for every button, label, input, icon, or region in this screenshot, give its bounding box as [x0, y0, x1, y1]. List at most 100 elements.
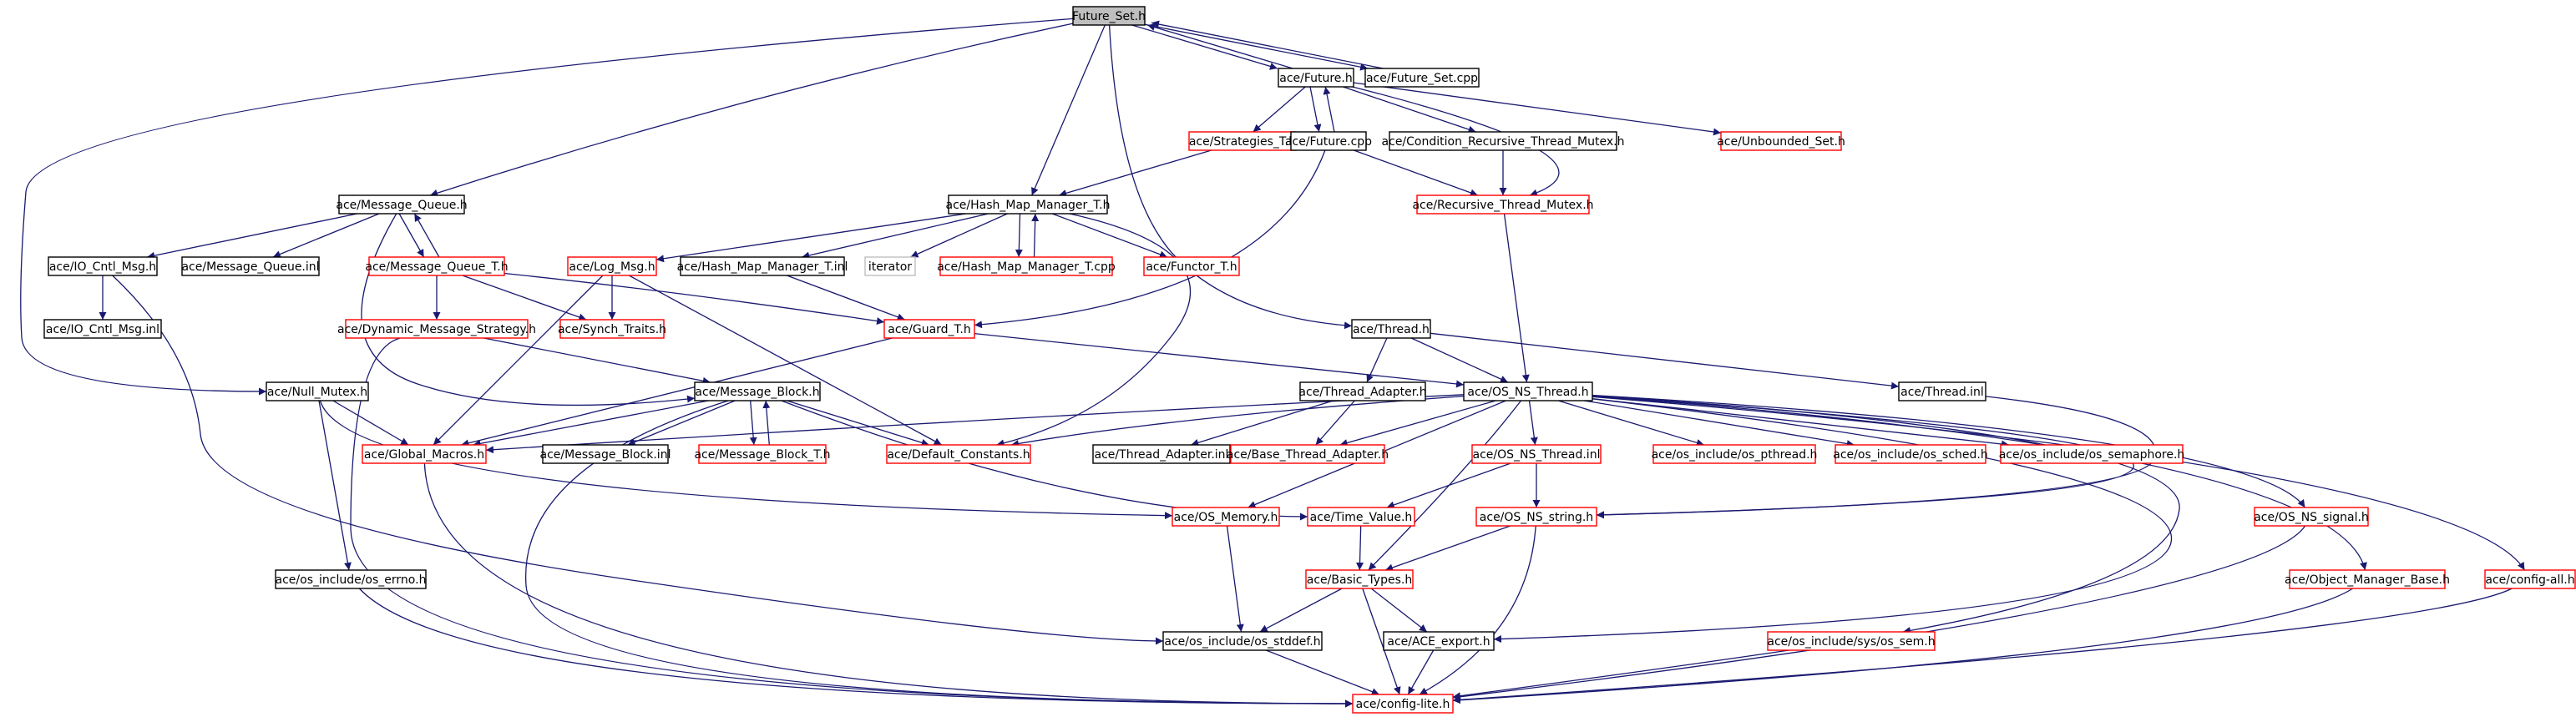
- node-os-ns-thread-h[interactable]: ace/OS_NS_Thread.h: [1463, 381, 1593, 401]
- edge-future_cpp-to-guard_t_h: [974, 149, 1326, 329]
- node-thread-h[interactable]: ace/Thread.h: [1351, 319, 1431, 339]
- node-box: [864, 256, 916, 276]
- node-box: [1092, 444, 1231, 464]
- node-os-stddef-h[interactable]: ace/os_include/os_stddef.h: [1162, 631, 1323, 651]
- node-box: [43, 319, 162, 339]
- node-config-all-h[interactable]: ace/config-all.h: [2484, 569, 2576, 589]
- node-future-set-h[interactable]: Future_Set.h: [1072, 6, 1146, 26]
- node-base-thread-adapter-h[interactable]: ace/Base_Thread_Adapter.h: [1227, 444, 1389, 464]
- node-label: ace/Guard_T.h: [888, 323, 971, 336]
- node-hash-map-manager-t-inl[interactable]: ace/Hash_Map_Manager_T.inl: [677, 256, 848, 276]
- node-global-macros-h[interactable]: ace/Global_Macros.h: [362, 444, 487, 464]
- node-thread-inl[interactable]: ace/Thread.inl: [1898, 381, 1986, 401]
- node-default-constants-h[interactable]: ace/Default_Constants.h: [886, 444, 1031, 464]
- node-box: [680, 256, 845, 276]
- node-label: ace/Thread.h: [1353, 323, 1430, 336]
- node-synch-traits-h[interactable]: ace/Synch_Traits.h: [558, 319, 666, 339]
- node-box: [362, 444, 487, 464]
- node-message-block-inl[interactable]: ace/Message_Block.inl: [540, 444, 671, 464]
- node-thread-adapter-h[interactable]: ace/Thread_Adapter.h: [1298, 381, 1427, 401]
- edge-future_cpp-to-recursive_thread_mutex_h: [1354, 149, 1479, 197]
- node-label: ace/Message_Queue.h: [336, 199, 467, 212]
- edge-os_memory_h-to-os_stddef_h: [1226, 525, 1244, 633]
- edge-message_block_h-to-global_macros_h: [473, 400, 709, 447]
- node-box: [694, 381, 821, 401]
- node-cond-rec-mutex-h[interactable]: ace/Condition_Recursive_Thread_Mutex.h: [1382, 131, 1625, 151]
- edge-os_ns_thread_h-to-base_thread_adapter_h: [1339, 400, 1496, 447]
- node-label: ace/Strategies_T.h: [1189, 135, 1296, 149]
- node-basic-types-h[interactable]: ace/Basic_Types.h: [1305, 569, 1414, 589]
- edge-os_ns_thread_h-to-os_pthread_h: [1558, 400, 1704, 447]
- node-box: [1352, 694, 1454, 714]
- node-guard-t-h[interactable]: ace/Guard_T.h: [883, 319, 975, 339]
- node-box: [542, 444, 669, 464]
- edge-basic_types_h-to-config_lite_h: [1362, 588, 1401, 695]
- node-recursive-thread-mutex-h[interactable]: ace/Recursive_Thread_Mutex.h: [1412, 194, 1594, 215]
- node-label: ace/Basic_Types.h: [1307, 573, 1412, 587]
- edge-future_set_h-to-hash_map_manager_t_h: [1031, 24, 1106, 196]
- node-label: ace/OS_NS_signal.h: [2254, 511, 2369, 524]
- node-label: ace/Base_Thread_Adapter.h: [1227, 448, 1389, 462]
- edge-os_ns_thread_h-to-os_semaphore_h: [1592, 397, 2010, 448]
- node-log-msg-h[interactable]: ace/Log_Msg.h: [567, 256, 657, 276]
- node-box: [1278, 68, 1354, 88]
- edge-hash_map_manager_t_h-to-hash_map_manager_t_inl: [802, 213, 989, 260]
- edge-future_h-to-unbounded_set_h: [1353, 82, 1722, 136]
- node-box: [1162, 631, 1323, 651]
- node-config-lite-h[interactable]: ace/config-lite.h: [1352, 694, 1454, 714]
- edge-message_block_h-to-message_block_t_h: [749, 400, 757, 446]
- node-message-queue-h[interactable]: ace/Message_Queue.h: [336, 194, 468, 215]
- node-io-cntl-msg-inl[interactable]: ace/IO_Cntl_Msg.inl: [43, 319, 162, 339]
- edge-message_queue_h-to-message_queue_inl: [272, 213, 380, 258]
- node-dynamic-message-strategy-h[interactable]: ace/Dynamic_Message_Strategy.h: [337, 319, 536, 339]
- node-future-set-cpp[interactable]: ace/Future_Set.cpp: [1364, 68, 1480, 88]
- node-object-manager-base-h[interactable]: ace/Object_Manager_Base.h: [2285, 569, 2450, 589]
- node-label: ace/os_include/os_semaphore.h: [1999, 448, 2185, 462]
- edge-guard_t_h-to-os_ns_thread_h: [974, 332, 1465, 388]
- node-os-memory-h[interactable]: ace/OS_Memory.h: [1172, 507, 1280, 527]
- node-os-sched-h[interactable]: ace/os_include/os_sched.h: [1833, 444, 1988, 464]
- edge-thread_h-to-thread_inl: [1430, 332, 1900, 390]
- node-os-ns-thread-inl[interactable]: ace/OS_NS_Thread.inl: [1471, 444, 1602, 464]
- edge-os_errno_h-to-config_lite_h: [358, 588, 1354, 708]
- node-hash-map-manager-t-h[interactable]: ace/Hash_Map_Manager_T.h: [945, 194, 1111, 215]
- node-box: [698, 444, 827, 464]
- node-box: [1172, 507, 1280, 527]
- node-strategies-t-h[interactable]: ace/Strategies_T.h: [1188, 131, 1297, 151]
- node-box: [939, 256, 1113, 276]
- node-message-block-t-h[interactable]: ace/Message_Block_T.h: [694, 444, 831, 464]
- node-null-mutex-h[interactable]: ace/Null_Mutex.h: [266, 381, 369, 401]
- edge-future_h-to-strategies_t_h: [1253, 86, 1306, 133]
- node-os-pthread-h[interactable]: ace/os_include/os_pthread.h: [1652, 444, 1818, 464]
- node-os-errno-h[interactable]: ace/os_include/os_errno.h: [275, 569, 427, 589]
- edge-os_ns_thread_h-to-os_ns_signal_h: [1592, 394, 2305, 508]
- node-functor-t-h[interactable]: ace/Functor_T.h: [1143, 256, 1240, 276]
- node-hash-map-manager-t-cpp[interactable]: ace/Hash_Map_Manager_T.cpp: [937, 256, 1116, 276]
- node-message-queue-t-h[interactable]: ace/Message_Queue_T.h: [365, 256, 509, 276]
- node-future-cpp[interactable]: ace/Future.cpp: [1285, 131, 1372, 151]
- node-io-cntl-msg-h[interactable]: ace/IO_Cntl_Msg.h: [48, 256, 158, 276]
- node-os-ns-string-h[interactable]: ace/OS_NS_string.h: [1475, 507, 1597, 527]
- node-label: ace/Dynamic_Message_Strategy.h: [337, 323, 536, 336]
- edge-message_block_h-to-default_constants_h: [787, 400, 929, 447]
- node-box: [2254, 507, 2369, 527]
- node-label: ace/os_include/os_pthread.h: [1652, 448, 1818, 462]
- node-os-sem-h[interactable]: ace/os_include/sys/os_sem.h: [1767, 631, 1936, 651]
- node-time-value-h[interactable]: ace/Time_Value.h: [1307, 507, 1415, 527]
- node-os-ns-signal-h[interactable]: ace/OS_NS_signal.h: [2254, 507, 2369, 527]
- node-message-block-h[interactable]: ace/Message_Block.h: [694, 381, 821, 401]
- edge-time_value_h-to-basic_types_h: [1356, 525, 1364, 571]
- node-thread-adapter-inl[interactable]: ace/Thread_Adapter.inl: [1092, 444, 1231, 464]
- edge-basic_types_h-to-ace_export_h: [1370, 588, 1428, 633]
- node-future-h[interactable]: ace/Future.h: [1278, 68, 1354, 88]
- node-label: ace/Object_Manager_Base.h: [2285, 573, 2450, 587]
- node-ace-export-h[interactable]: ace/ACE_export.h: [1383, 631, 1495, 651]
- node-unbounded-set-h[interactable]: ace/Unbounded_Set.h: [1717, 131, 1845, 151]
- edge-os_ns_thread_h-to-default_constants_h: [1010, 395, 1465, 447]
- edge-io_cntl_msg_h-to-os_stddef_h: [112, 275, 1164, 645]
- node-label: ace/config-lite.h: [1356, 698, 1450, 711]
- node-os-semaphore-h[interactable]: ace/os_include/os_semaphore.h: [1999, 444, 2185, 464]
- edge-os_ns_thread_h-to-os_sched_h: [1584, 400, 1855, 447]
- edge-config_all_h-to-config_lite_h: [1452, 588, 2513, 704]
- node-message-queue-inl[interactable]: ace/Message_Queue.inl: [181, 256, 320, 276]
